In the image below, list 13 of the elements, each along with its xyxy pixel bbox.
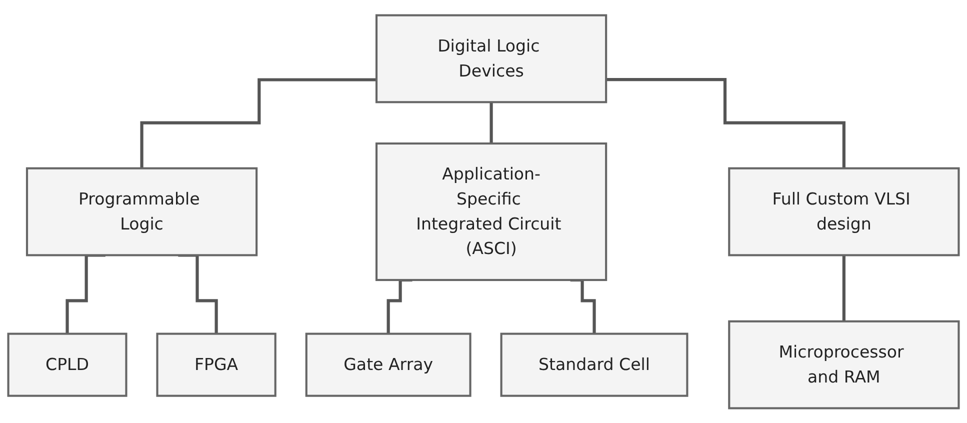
node-box: CPLD xyxy=(7,332,128,397)
node-box: Full Custom VLSI design xyxy=(728,167,960,256)
node-box: Standard Cell xyxy=(500,332,688,397)
connector xyxy=(66,253,106,336)
node-box: Digital Logic Devices xyxy=(375,14,608,103)
node-box: FPGA xyxy=(156,332,276,397)
connector xyxy=(490,100,493,145)
connector xyxy=(842,253,846,323)
node-box: Application-Specific Integrated Circuit (ASCI) xyxy=(375,142,608,281)
node-box: Programmable Logic xyxy=(26,167,258,256)
node-box: Microprocessor and RAM xyxy=(728,320,960,410)
node-box: Gate Array xyxy=(305,332,472,397)
connector xyxy=(178,253,218,336)
